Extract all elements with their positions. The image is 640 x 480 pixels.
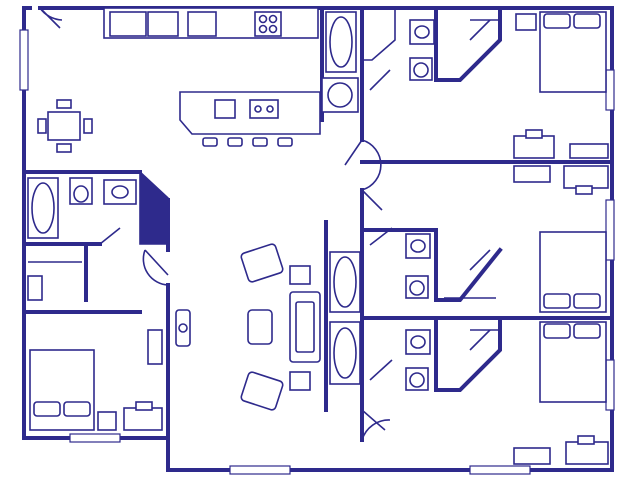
bar-stool-icon [202, 137, 218, 147]
dresser-icon [147, 329, 163, 365]
burner-icon [268, 24, 278, 34]
window [19, 29, 29, 91]
pillow-icon [543, 323, 571, 339]
sink-icon [249, 99, 279, 119]
vanity-sink-icon [405, 233, 431, 259]
desk-icon [563, 165, 609, 189]
pillow-icon [63, 401, 91, 417]
bathtub-icon [329, 321, 361, 385]
window [229, 465, 291, 475]
left-wing [27, 170, 191, 431]
double-bed-icon [29, 349, 95, 431]
armchair-icon [240, 371, 284, 411]
cabinet [187, 11, 217, 37]
vanity-sink-icon [409, 19, 435, 45]
burner-icon [258, 14, 268, 24]
washer-drum-icon [327, 82, 353, 108]
door [99, 227, 121, 245]
bathtub-icon [329, 251, 361, 313]
closet-fill [139, 170, 169, 245]
closet-door [469, 249, 491, 271]
nightstand-icon [27, 275, 43, 301]
walls [22, 6, 614, 472]
vanity-sink-icon [103, 179, 137, 205]
desk-chair-icon [525, 129, 543, 139]
dining-chair-icon [56, 99, 72, 109]
side-table-icon [289, 371, 311, 391]
armchair-icon [240, 243, 284, 283]
pillow-icon [573, 293, 601, 309]
desk-icon [123, 407, 163, 431]
pillow-icon [543, 293, 571, 309]
pillow-icon [33, 401, 61, 417]
range-icon [254, 11, 282, 37]
bathtub-icon [325, 11, 357, 73]
entry-door [39, 7, 63, 29]
door [142, 249, 169, 286]
desk-icon [565, 441, 609, 465]
bar-stool-icon [227, 137, 243, 147]
window [469, 465, 531, 475]
desk-chair-icon [577, 435, 595, 445]
window [605, 199, 615, 261]
door [369, 69, 391, 91]
door [344, 139, 382, 191]
dresser-icon [513, 165, 551, 183]
doors [39, 7, 491, 441]
nightstand-icon [97, 411, 117, 431]
coffee-table-icon [247, 309, 273, 345]
desk-chair-icon [575, 185, 593, 195]
door [361, 189, 383, 211]
dining-chair-icon [56, 143, 72, 153]
toilet-icon [69, 177, 93, 205]
dining-chair-icon [37, 118, 47, 134]
burner-icon [258, 24, 268, 34]
closet-door [469, 19, 491, 41]
bar-stool-icon [252, 137, 268, 147]
vanity-sink-icon [405, 329, 431, 355]
tv-stand-icon [175, 309, 191, 347]
living-room [240, 243, 321, 411]
dining [37, 99, 93, 153]
drain-icon [266, 105, 274, 113]
window [605, 359, 615, 411]
drain-icon [254, 105, 262, 113]
nightstand-icon [515, 13, 537, 31]
door [369, 359, 393, 381]
side-table-icon [289, 265, 311, 285]
door [361, 409, 391, 441]
dishwasher-icon [214, 99, 236, 119]
dresser-icon [569, 143, 609, 159]
burner-icon [268, 14, 278, 24]
cabinet [147, 11, 179, 37]
pillow-icon [543, 13, 571, 29]
dining-table-icon [47, 111, 81, 141]
dining-chair-icon [83, 118, 93, 134]
desk-chair-icon [135, 401, 153, 411]
closet-door [469, 329, 491, 351]
bathtub-icon [27, 177, 59, 239]
desk-icon [513, 135, 555, 159]
right-baths [329, 6, 503, 392]
window [69, 433, 121, 443]
right-bedrooms [513, 11, 609, 465]
pillow-icon [573, 323, 601, 339]
window [605, 69, 615, 111]
kitchen [103, 7, 359, 147]
windows [19, 29, 615, 475]
pillow-icon [573, 13, 601, 29]
dresser-icon [513, 447, 551, 465]
bar-stool-icon [277, 137, 293, 147]
cabinet [109, 11, 147, 37]
